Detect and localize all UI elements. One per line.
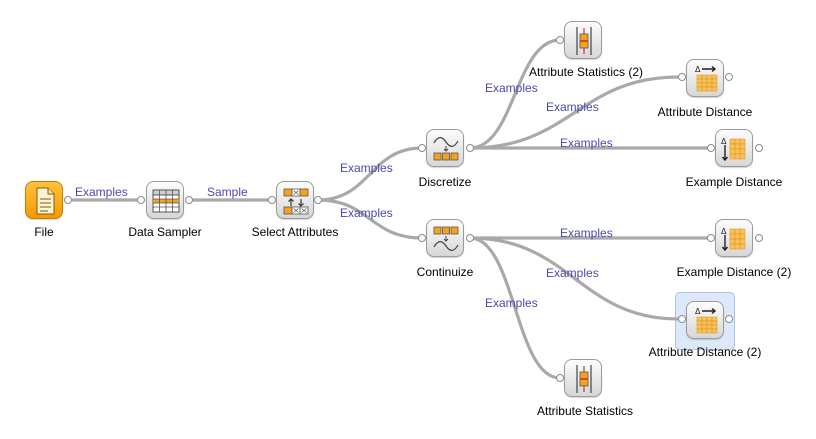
- svg-text:Δ: Δ: [721, 227, 727, 236]
- file-document-icon: [36, 187, 55, 215]
- discretize-output-anchor[interactable]: [466, 144, 474, 152]
- link-select-to-discretize[interactable]: [316, 146, 424, 202]
- widget-data-sampler[interactable]: [146, 181, 184, 219]
- example-distance-input-anchor[interactable]: [707, 144, 715, 152]
- link-discretize-to-attr-stats-2[interactable]: [468, 38, 562, 150]
- continuize-icon: [433, 226, 459, 251]
- attribute-statistics-icon: [576, 365, 592, 393]
- widget-attribute-statistics[interactable]: [564, 359, 602, 397]
- link-label-select-to-discretize: Examples: [340, 161, 393, 175]
- link-discretize-to-attr-distance[interactable]: [468, 75, 680, 150]
- widget-discretize[interactable]: [426, 129, 464, 167]
- example-distance-icon: Δ: [721, 137, 746, 162]
- link-label-sampler-to-select: Sample: [207, 185, 248, 199]
- widget-attribute-distance-2[interactable]: Δ: [686, 301, 724, 339]
- widget-file[interactable]: [25, 181, 63, 219]
- data-sampler-output-anchor[interactable]: [185, 196, 193, 204]
- widget-title-attribute-distance: Attribute Distance: [657, 105, 753, 119]
- attribute-distance-output-anchor[interactable]: [725, 73, 733, 81]
- widget-title-attribute-distance-2: Attribute Distance (2): [648, 345, 762, 359]
- widget-continuize[interactable]: [426, 219, 464, 257]
- widget-title-attribute-statistics: Attribute Statistics: [536, 404, 634, 418]
- link-label-continuize-to-example-distance-2: Examples: [560, 226, 613, 240]
- discretize-input-anchor[interactable]: [418, 144, 426, 152]
- continuize-output-anchor[interactable]: [466, 234, 474, 242]
- attribute-distance-2-output-anchor[interactable]: [725, 315, 733, 323]
- data-table-icon: [152, 189, 180, 213]
- example-distance-output-anchor[interactable]: [755, 144, 763, 152]
- link-label-continuize-to-attr-stats: Examples: [485, 296, 538, 310]
- widget-attribute-distance[interactable]: Δ: [686, 59, 724, 97]
- widget-title-continuize: Continuize: [416, 265, 474, 279]
- svg-text:Δ: Δ: [695, 307, 701, 316]
- attribute-statistics-icon: [576, 27, 592, 55]
- widget-title-attribute-statistics-2: Attribute Statistics (2): [528, 65, 644, 79]
- widget-title-file: File: [34, 225, 54, 239]
- widget-title-example-distance: Example Distance: [685, 175, 783, 189]
- attribute-distance-2-input-anchor[interactable]: [678, 315, 686, 323]
- discretize-icon: [433, 137, 459, 161]
- attribute-distance-icon: Δ: [695, 307, 718, 334]
- select-attributes-output-anchor[interactable]: [314, 196, 322, 204]
- attribute-distance-icon: Δ: [695, 65, 718, 92]
- widget-example-distance-2[interactable]: Δ: [715, 219, 753, 257]
- select-attributes-input-anchor[interactable]: [268, 196, 276, 204]
- widget-attribute-statistics-2[interactable]: [564, 21, 602, 59]
- link-continuize-to-attr-distance-2[interactable]: [468, 236, 680, 321]
- attribute-distance-input-anchor[interactable]: [678, 73, 686, 81]
- attribute-statistics-input-anchor[interactable]: [556, 374, 564, 382]
- widget-example-distance[interactable]: Δ: [715, 129, 753, 167]
- example-distance-icon: Δ: [721, 227, 746, 252]
- widget-select-attributes[interactable]: [276, 181, 314, 219]
- svg-text:Δ: Δ: [721, 137, 727, 146]
- link-select-to-continuize[interactable]: [316, 198, 424, 240]
- widget-title-discretize: Discretize: [418, 175, 472, 189]
- widget-title-data-sampler: Data Sampler: [128, 225, 202, 239]
- attribute-statistics-2-input-anchor[interactable]: [556, 36, 564, 44]
- link-label-discretize-to-attr-stats-2: Examples: [485, 81, 538, 95]
- link-label-discretize-to-attr-distance: Examples: [546, 100, 599, 114]
- link-label-continuize-to-attr-distance-2: Examples: [546, 266, 599, 280]
- link-continuize-to-attr-stats[interactable]: [468, 236, 562, 380]
- select-attributes-icon: [283, 188, 309, 215]
- svg-text:Δ: Δ: [695, 65, 701, 74]
- file-output-anchor[interactable]: [64, 196, 72, 204]
- data-sampler-input-anchor[interactable]: [137, 196, 145, 204]
- link-label-file-to-sampler: Examples: [75, 185, 128, 199]
- widget-title-example-distance-2: Example Distance (2): [676, 265, 792, 279]
- continuize-input-anchor[interactable]: [418, 234, 426, 242]
- example-distance-2-output-anchor[interactable]: [755, 234, 763, 242]
- example-distance-2-input-anchor[interactable]: [707, 234, 715, 242]
- widget-title-select-attributes: Select Attributes: [251, 225, 339, 239]
- link-label-select-to-continuize: Examples: [340, 206, 393, 220]
- link-label-discretize-to-example-distance: Examples: [560, 136, 613, 150]
